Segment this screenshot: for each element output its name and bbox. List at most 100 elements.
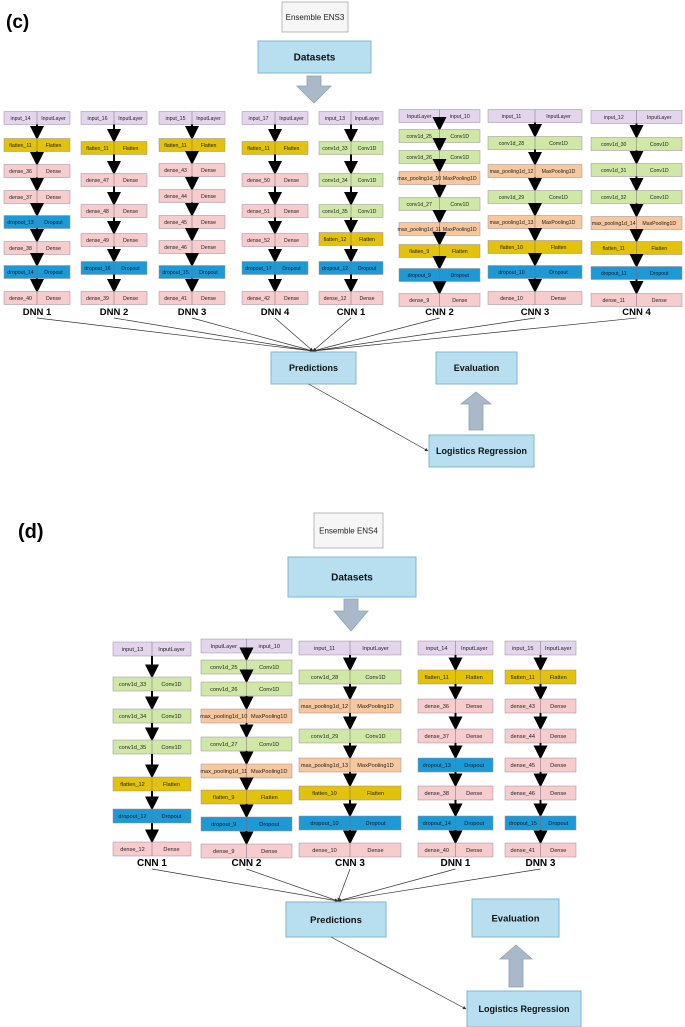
layer-type: Dense [123,178,138,184]
layer-type: Flatten [466,675,483,681]
layer-type: Conv1D [549,195,568,201]
layer-type: Dense [46,195,61,201]
layer-type: Conv1D [358,178,377,184]
layer-name: max_pooling1d_11 [398,227,442,233]
panel-d-predictions-box-label: Predictions [310,915,362,926]
layer-name: flatten_11 [247,146,270,152]
layer-type: InputLayer [41,116,66,122]
layer-type: Flatten [651,246,667,252]
panel-d-logistics-regression-box: Logistics Regression [466,990,582,1027]
layer-type: Conv1D [549,141,568,147]
panel-c-letter: (c) [6,12,29,33]
layer-type: Dense [452,298,467,304]
layer-name: dense_42 [247,296,270,302]
layer-type: InputLayer [355,116,380,122]
layer-name: max_pooling1d_14 [592,221,636,227]
layer-name: dense_45 [510,763,535,769]
layer-type: MaxPooling1D [542,169,576,175]
layer-name: flatten_10 [312,791,337,797]
layer-type: Dense [46,296,61,302]
layer-type: Dense [284,209,299,215]
layer-name: dense_36 [9,169,32,175]
layer-name: dropout_10 [498,270,524,276]
layer-type: Dense [550,704,566,710]
layer-name: dense_46 [510,791,535,797]
layer-name: flatten_11 [86,146,109,152]
layer-type: Dense [46,169,61,175]
layer-box: dense_46 Dense [504,785,577,801]
layer-name: dense_46 [164,245,187,251]
layer-box: flatten_11 Flatten [241,141,309,155]
layer-name: dropout_9 [408,273,431,279]
layer-type: Flatten [284,146,300,152]
layer-name: conv1d_33 [322,146,347,152]
panel-d-predictions-to-lr-arrow [330,936,467,1010]
layer-type: Conv1D [450,202,469,208]
layer-type: Conv1D [161,745,181,751]
layer-name: dense_9 [409,298,429,304]
layer-type: Flatten [46,143,62,149]
model-to-predictions-arrow [312,317,440,352]
layer-type: InputLayer [362,646,389,652]
model-to-predictions-arrow [191,317,314,352]
layer-type: Dense [466,848,482,854]
layer-type: Dense [284,296,299,302]
panel-d-predictions-box: Predictions [285,901,387,938]
layer-type: Dense [284,238,299,244]
layer-type: InputLayer [158,647,185,653]
layer-name: conv1d_27 [407,202,432,208]
layer-type: InputLayer [461,646,488,652]
layer-type: Flatten [452,249,468,255]
layer-type: Dense [550,791,566,797]
panel-c-lr-to-evaluation-arrow [459,391,493,431]
layer-name: dropout_17 [245,266,271,272]
layer-name: dense_41 [510,848,535,854]
layer-name: dropout_13 [423,763,451,769]
layer-type: Conv1D [650,142,669,148]
panel-c-ensemble-text: Ensemble ENS3 [286,13,345,22]
layer-name: conv1d_25 [210,665,237,671]
panel-c-logistics-regression-box-label: Logistics Regression [436,446,527,456]
layer-name: flatten_10 [500,245,523,251]
layer-name: dense_12 [324,296,347,302]
